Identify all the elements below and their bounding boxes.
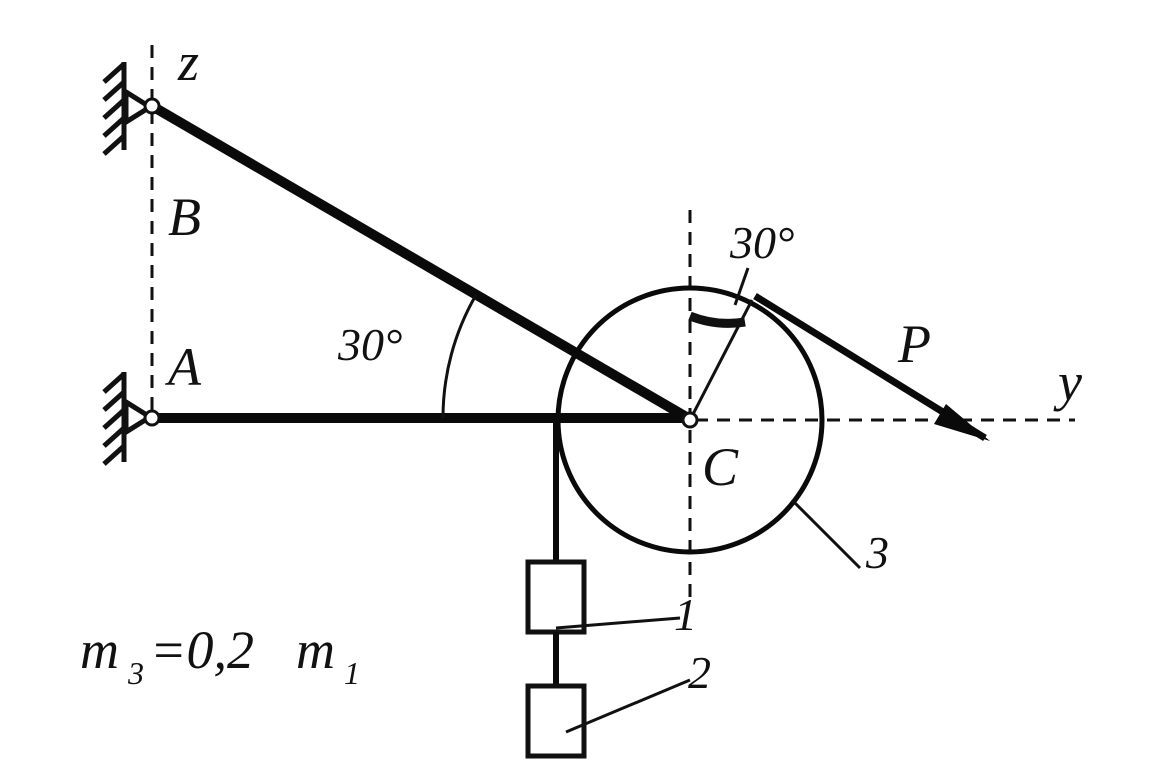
label-angle-force: 30°: [729, 217, 794, 268]
label-body-2: 2: [688, 647, 711, 698]
load-body-2: [525, 683, 587, 759]
hinge-c: [681, 411, 699, 429]
label-point-c: C: [702, 437, 739, 497]
label-body-3: 3: [865, 527, 889, 578]
label-body-1: 1: [674, 589, 697, 640]
formula-m1: m: [296, 620, 335, 680]
angle-arc-rod: [441, 294, 478, 419]
leader-body-2: [565, 678, 691, 734]
hinge-b: [143, 97, 161, 115]
force-p-arrowhead: [934, 404, 990, 441]
load-body-1: [525, 559, 587, 635]
wall-support-b: [102, 62, 152, 156]
label-z-axis: z: [177, 32, 199, 92]
formula-sub1: 1: [344, 655, 360, 691]
angle-arc-force: [688, 311, 746, 328]
label-y-axis: y: [1053, 352, 1082, 412]
formula-equals: =0,2: [150, 620, 254, 680]
formula-sub3: 3: [127, 655, 144, 691]
formula-m3: m: [80, 620, 119, 680]
angle-force-leader: [733, 267, 750, 306]
wall-support-a: [102, 372, 152, 466]
hinge-a: [143, 409, 161, 427]
label-point-a: A: [165, 337, 202, 397]
leader-body-3: [790, 498, 862, 570]
label-point-b: B: [168, 187, 201, 247]
label-angle-rod: 30°: [337, 319, 402, 370]
mass-formula: m 3 =0,2 m 1: [80, 620, 360, 691]
label-force-p: P: [897, 314, 931, 374]
rod-bc: [147, 101, 693, 423]
leader-body-1: [555, 616, 681, 630]
